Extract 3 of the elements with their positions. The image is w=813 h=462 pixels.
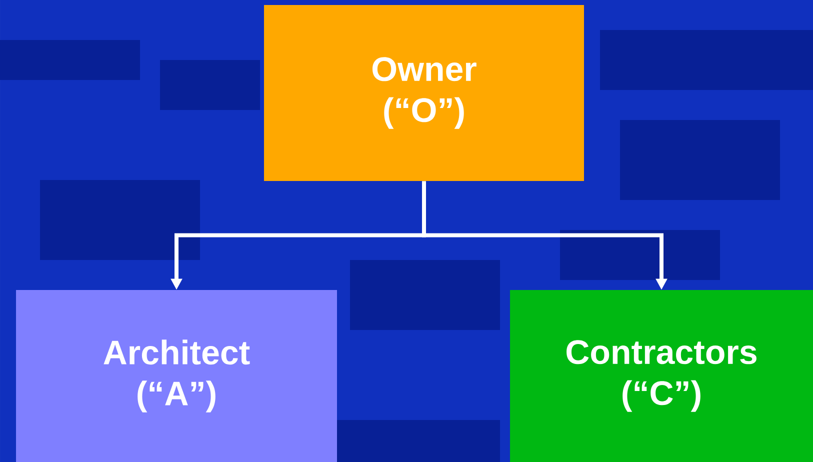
role-box: Contractors (“C”) (510, 290, 813, 462)
role-box: Architect (“A”) (16, 290, 337, 462)
role-box: Owner (“O”) (264, 5, 584, 181)
